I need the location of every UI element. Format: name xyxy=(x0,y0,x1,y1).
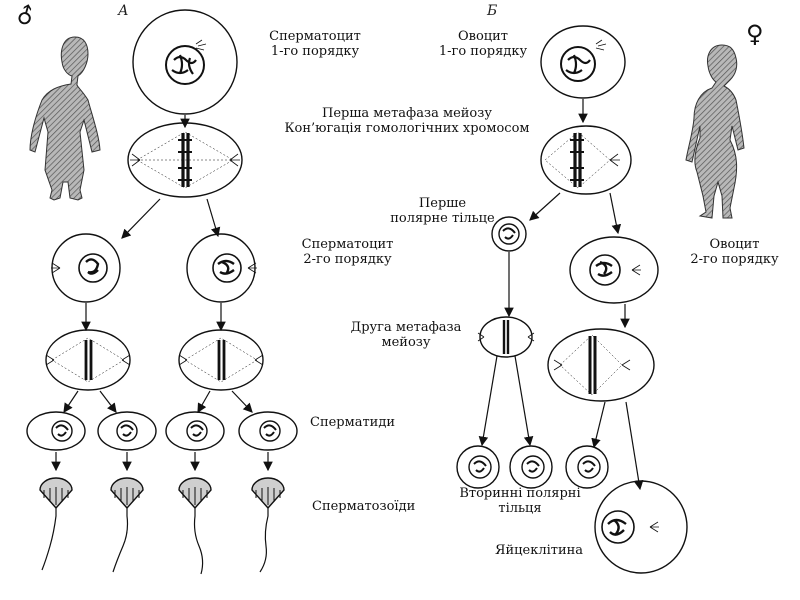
egg-cell xyxy=(594,480,688,574)
oocyte1-cell xyxy=(540,25,626,99)
spermatocyte2-cell-right xyxy=(186,233,257,303)
metaphase2-female-cell xyxy=(547,328,655,402)
polar-bodies2-group xyxy=(456,445,609,489)
spermatids-group xyxy=(26,411,298,451)
label-oocyte2: Овоцит 2-го порядку xyxy=(690,237,779,267)
spermatozoon-2 xyxy=(110,477,144,573)
spermatozoa-group xyxy=(39,477,285,575)
label-spermatocyte1: Сперматоцит 1-го порядку xyxy=(269,29,361,59)
label-spermatids: Сперматиди xyxy=(310,415,396,430)
oocyte2-cell xyxy=(569,236,659,304)
female-symbol-icon: ♀ xyxy=(746,20,764,48)
female-silhouette xyxy=(685,44,745,219)
polar-body2-2 xyxy=(509,445,553,489)
label-polar-bodies2: Вторинні полярні тільця xyxy=(459,486,581,516)
spermatozoon-4 xyxy=(251,477,285,573)
spermatozoon-3 xyxy=(178,477,212,575)
metaphase2-male-cell-right xyxy=(178,329,264,391)
spermatid-1 xyxy=(26,411,86,451)
spermatid-4 xyxy=(238,411,298,451)
metaphase2-male-cell-left xyxy=(45,329,131,391)
label-metaphase1: Перша метафаза мейозу Кон’югація гомолог… xyxy=(284,106,530,136)
label-egg: Яйцеклітина xyxy=(495,543,584,558)
polar-body2-3 xyxy=(565,445,609,489)
label-spermatozoa: Сперматозоїди xyxy=(312,499,416,514)
spermatocyte1-cell xyxy=(132,9,238,115)
label-polar-body1: Перше полярне тільце xyxy=(390,196,495,226)
label-spermatocyte2: Сперматоцит 2-го порядку xyxy=(301,237,394,267)
male-silhouette xyxy=(29,36,101,201)
metaphase1-female-cell xyxy=(540,125,632,195)
spermatozoon-1 xyxy=(39,477,73,571)
panel-mark-a: А xyxy=(118,3,129,19)
metaphase1-male-cell xyxy=(127,122,243,198)
panel-mark-b: Б xyxy=(487,3,498,19)
label-oocyte1: Овоцит 1-го порядку xyxy=(438,29,528,59)
metaphase2-polar-cell xyxy=(477,316,535,358)
polar-body2-1 xyxy=(456,445,500,489)
polar-body1-cell xyxy=(491,216,527,252)
spermatocyte2-cell-left xyxy=(51,233,121,303)
spermatid-2 xyxy=(97,411,157,451)
spermatid-3 xyxy=(165,411,225,451)
label-metaphase2: Друга метафаза мейозу xyxy=(350,320,462,350)
